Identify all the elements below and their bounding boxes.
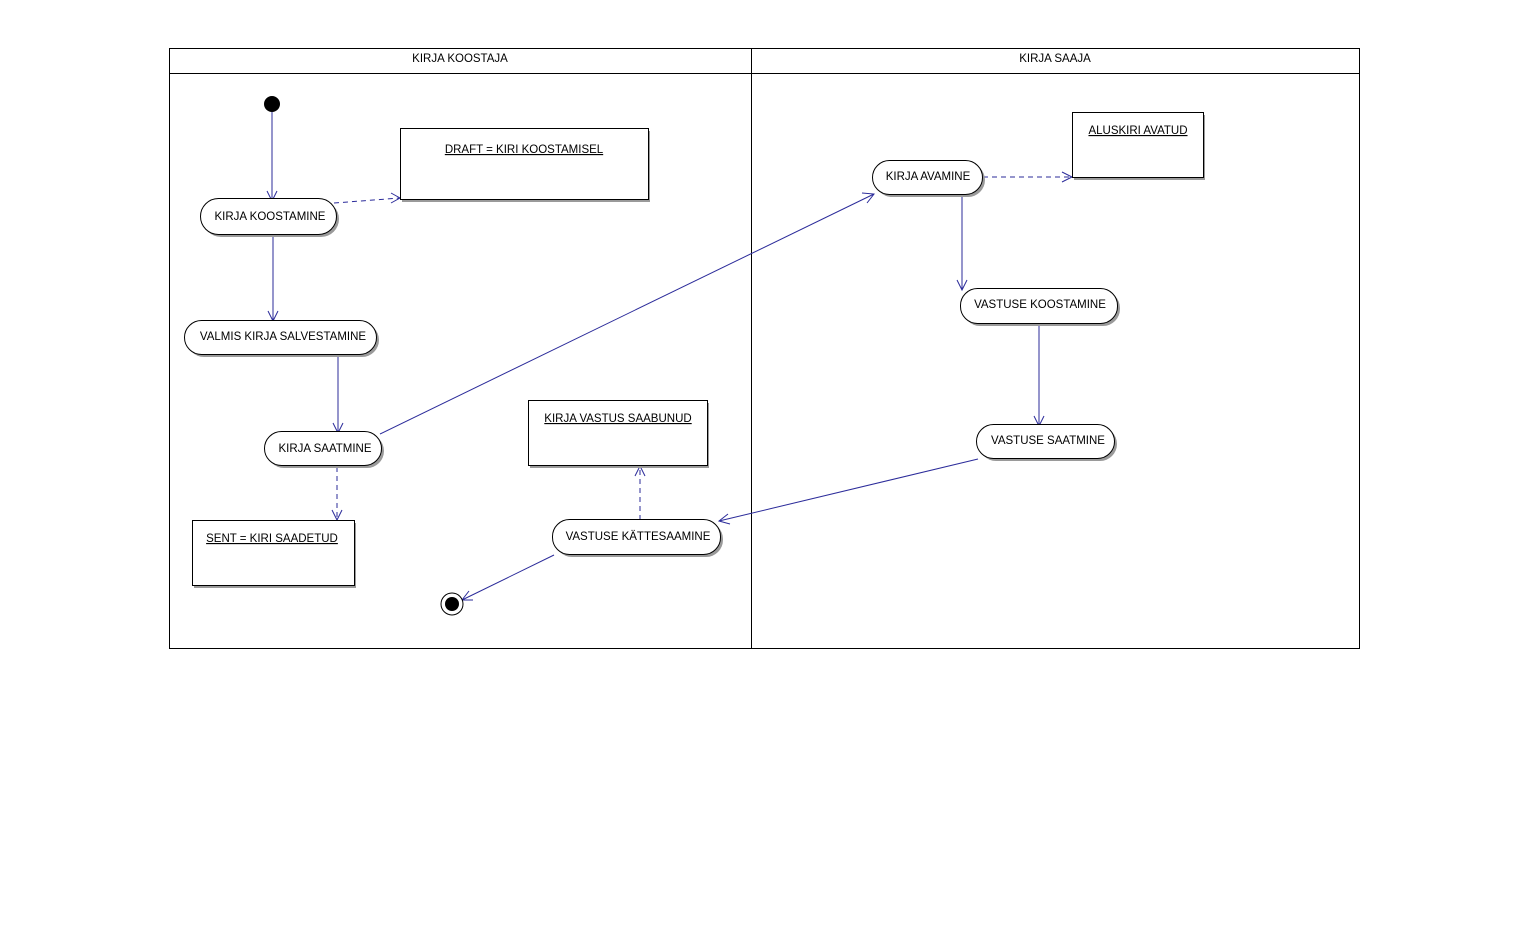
arrowhead (861, 192, 875, 204)
object-label: ALUSKIRI AVATUD (1088, 125, 1187, 137)
object-shape (528, 400, 708, 466)
activity-shape (872, 160, 983, 195)
activity-label: KIRJA KOOSTAMINE (215, 211, 326, 223)
swimlane-frame: KIRJA KOOSTAJA KIRJA SAAJA (169, 48, 1360, 649)
activity-shape (200, 198, 337, 235)
activity-label: VASTUSE SAATMINE (991, 435, 1105, 447)
activity-kirja-koostamine[interactable]: KIRJA KOOSTAMINE (200, 198, 340, 238)
flow-kattesaamine-to-final (461, 554, 555, 601)
activity-label: KIRJA AVAMINE (886, 171, 971, 183)
final-node-core (445, 597, 459, 611)
object-sent[interactable]: SENT = KIRI SAADETUD (192, 520, 357, 589)
activity-kirja-avamine[interactable]: KIRJA AVAMINE (872, 160, 986, 198)
activity-vastuse-kattesaamine[interactable]: VASTUSE KÄTTESAAMINE (552, 519, 724, 558)
object-shape (192, 520, 355, 586)
final-node (440, 592, 464, 616)
activity-vastuse-koostamine[interactable]: VASTUSE KOOSTAMINE (960, 288, 1121, 327)
activity-kirja-saatmine[interactable]: KIRJA SAATMINE (264, 431, 385, 469)
swimlane-border (169, 48, 1360, 649)
flow-saatmine-to-kirja-avamine (379, 193, 875, 435)
activity-vastuse-saatmine[interactable]: VASTUSE SAATMINE (976, 424, 1118, 462)
activity-label: VALMIS KIRJA SALVESTAMINE (200, 331, 366, 343)
activity-label: VASTUSE KOOSTAMINE (974, 299, 1106, 311)
object-aluskiri-avatud[interactable]: ALUSKIRI AVATUD (1072, 112, 1206, 181)
activity-shape (184, 320, 377, 355)
activity-shape (960, 288, 1118, 324)
activity-shape (976, 424, 1115, 459)
swimlane-title-left: KIRJA KOOSTAJA (412, 53, 508, 65)
activity-label: KIRJA SAATMINE (278, 443, 371, 455)
object-shape (1072, 112, 1204, 178)
initial-node (264, 96, 280, 112)
activity-label: VASTUSE KÄTTESAAMINE (566, 531, 711, 543)
activity-shape (552, 519, 721, 555)
activity-shape (264, 431, 382, 466)
objectflow-koostamine-to-draft (333, 197, 401, 204)
object-kirja-vastus-saabunud[interactable]: KIRJA VASTUS SAABUNUD (528, 400, 710, 469)
object-label: SENT = KIRI SAADETUD (206, 533, 338, 545)
arrowhead (717, 513, 731, 525)
activity-valmis-kirja-salvestamine[interactable]: VALMIS KIRJA SALVESTAMINE (184, 320, 380, 358)
object-shape (400, 128, 649, 200)
object-label: DRAFT = KIRI KOOSTAMISEL (445, 144, 604, 156)
flow-vastuse-saatmine-to-kattesaamine (718, 458, 979, 522)
arrowhead (956, 279, 968, 292)
swimlane-title-right: KIRJA SAAJA (1019, 53, 1091, 65)
object-label: KIRJA VASTUS SAABUNUD (544, 413, 691, 425)
control-flows (266, 112, 1045, 601)
object-draft[interactable]: DRAFT = KIRI KOOSTAMISEL (400, 128, 651, 203)
